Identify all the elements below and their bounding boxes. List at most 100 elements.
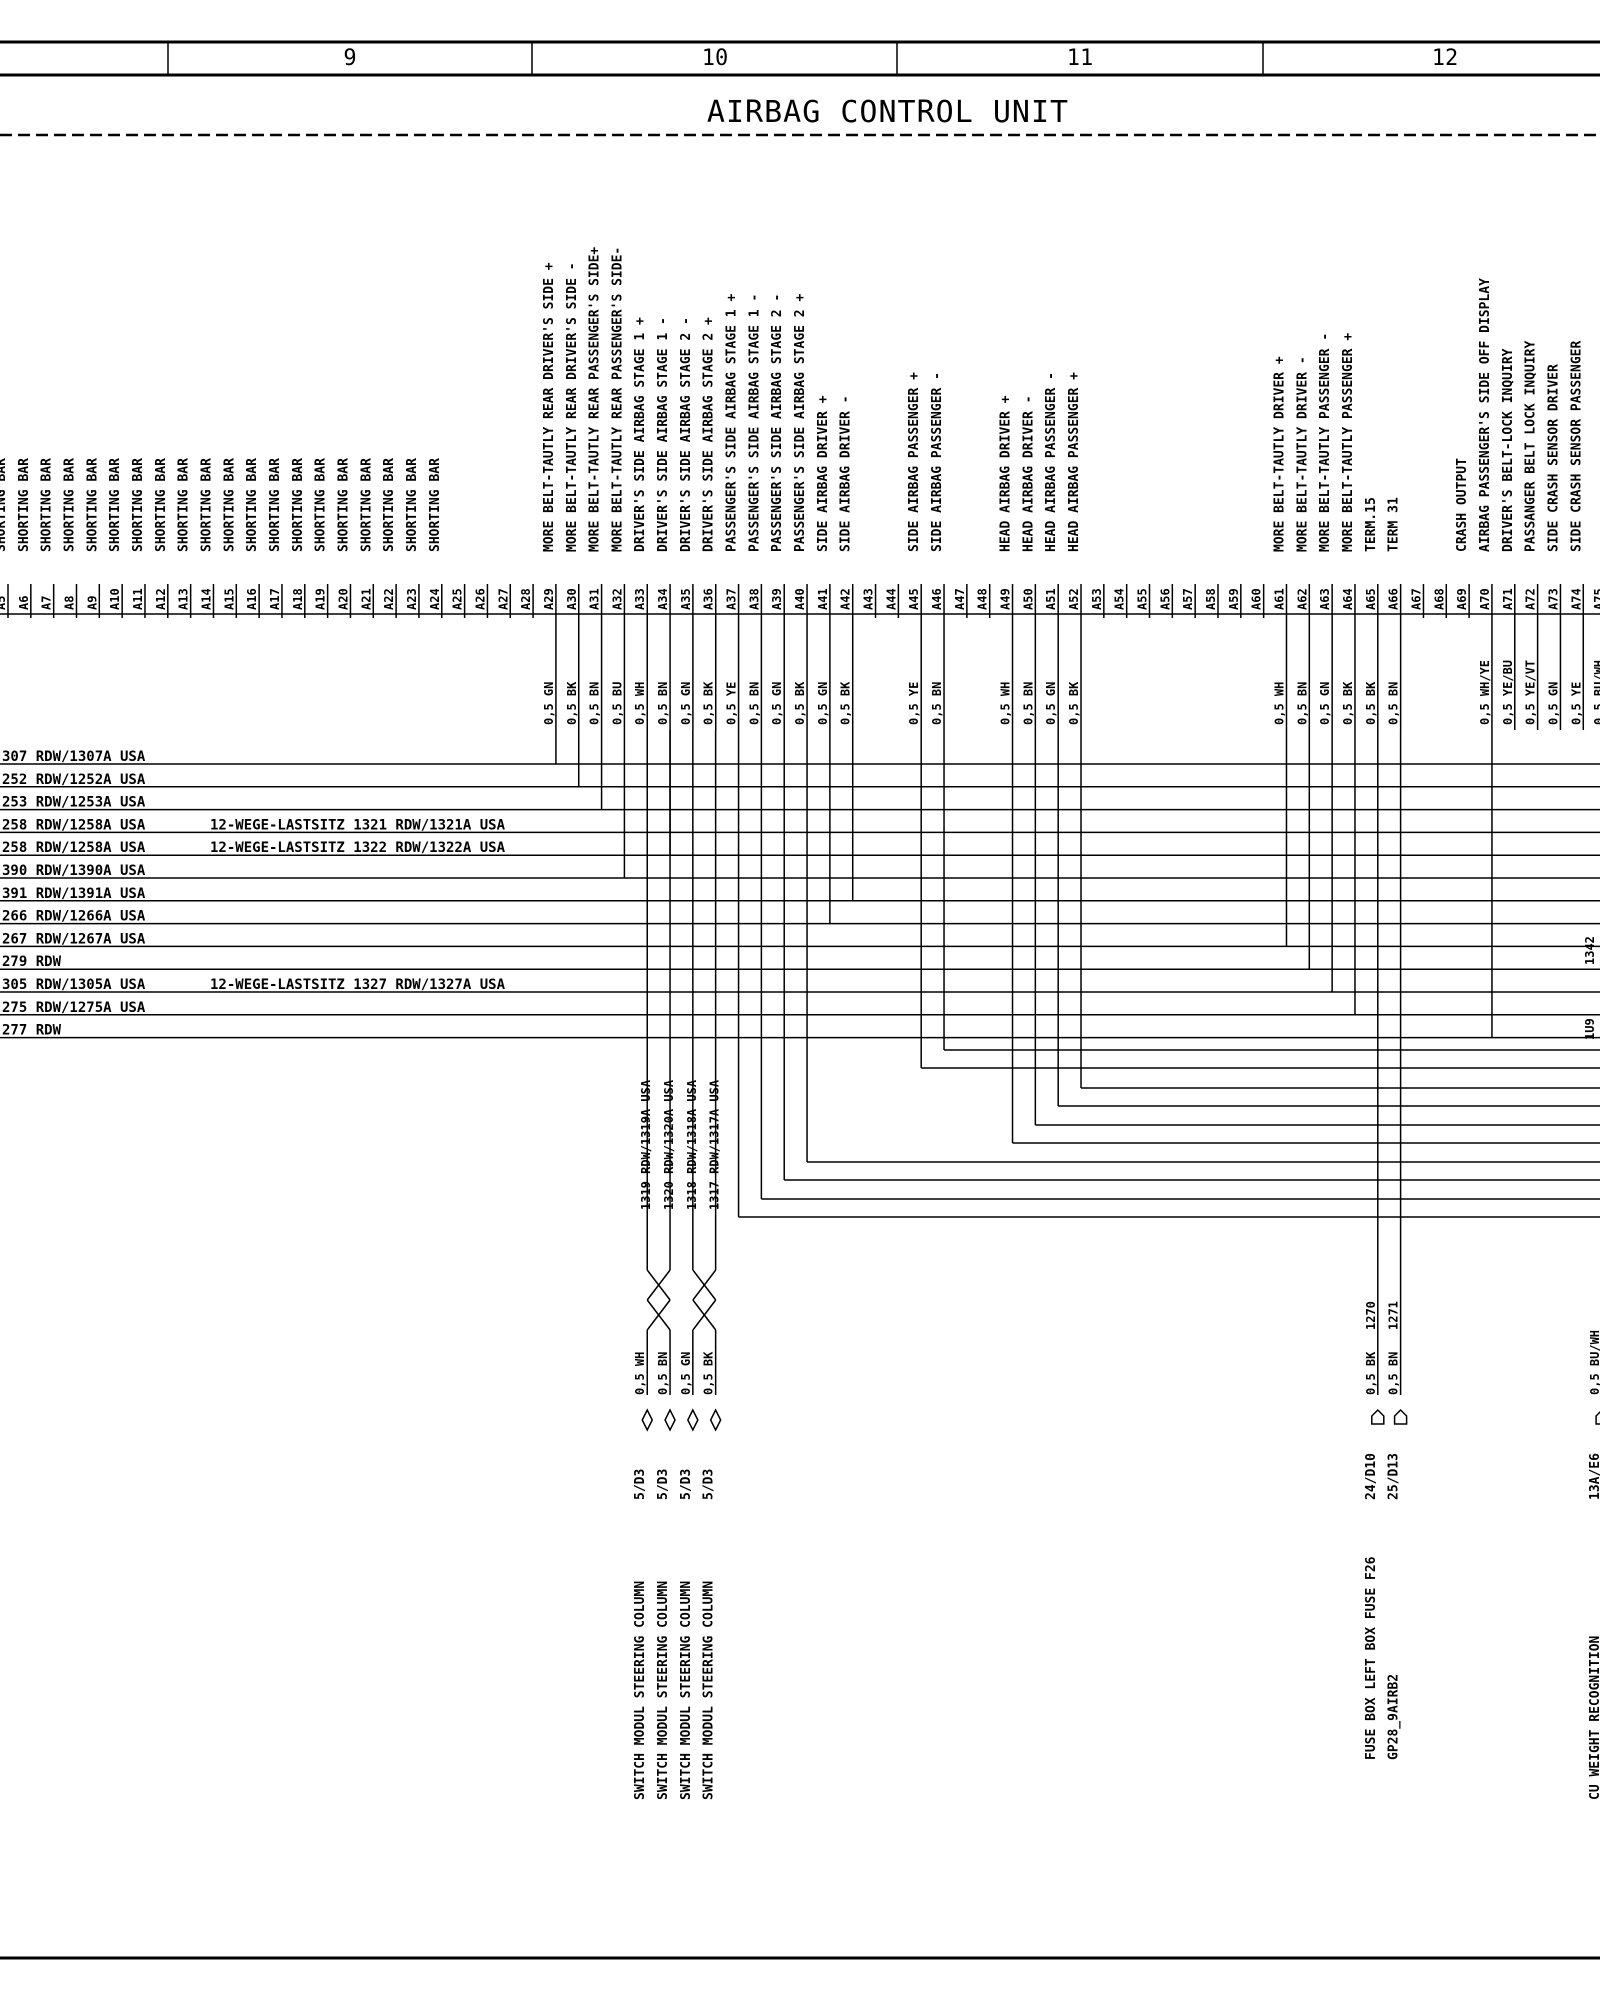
pin-id: A74	[1569, 588, 1583, 610]
pin-function-label: SHORTING BAR	[62, 458, 77, 552]
row-wire-id: 267 RDW/1267A USA	[2, 931, 146, 947]
pin-function-label: HEAD AIRBAG PASSENGER -	[1044, 372, 1059, 552]
steering-rdw-label: 1318 RDW/1318A USA	[685, 1079, 699, 1210]
pin-id: A36	[702, 588, 716, 610]
pin-id: A10	[108, 588, 122, 610]
terminal-label: GP28_9AIRB2	[1387, 1674, 1402, 1760]
terminal-wire-spec: 0,5 BN	[656, 1352, 670, 1395]
pin-id: A31	[588, 588, 602, 610]
wire-spec: 0,5 GN	[1318, 682, 1332, 725]
pin-id: A25	[451, 588, 465, 610]
pin-id: A47	[953, 588, 967, 610]
pin-a66: A66 TERM 31 0,5 BN	[1387, 497, 1402, 730]
terminal-label: CU WEIGHT RECOGNITION	[1588, 1635, 1600, 1800]
pin-function-label: SHORTING BAR	[405, 458, 420, 552]
terminal-ref: 13A/E6	[1588, 1453, 1600, 1500]
wire-spec: 0,5 YE	[1569, 682, 1583, 725]
wire-spec: 0,5 WH	[1272, 682, 1286, 725]
pin-id: A18	[291, 588, 305, 610]
wire-spec: 0,5 YE	[907, 682, 921, 725]
wire-spec: 0,5 BN	[1295, 682, 1309, 725]
right-mark-1342: 1342	[1583, 936, 1597, 965]
pin-a44: A44	[884, 584, 900, 618]
terminal-ref: 5/D3	[656, 1469, 671, 1500]
wire-spec: 0,5 BN	[1387, 682, 1401, 725]
pin-id: A8	[62, 596, 76, 610]
steering-rdw-label: 1319 RDW/1319A USA	[639, 1079, 653, 1210]
wire-spec: 0,5 GN	[1546, 682, 1560, 725]
wire-spec: 0,5 BK	[1364, 681, 1378, 725]
pin-function-label: SHORTING BAR	[336, 458, 351, 552]
pin-id: A13	[177, 588, 191, 610]
pin-id: A43	[862, 588, 876, 610]
left-wire-row: 279 RDW	[0, 954, 1600, 970]
terminal-ref: 5/D3	[633, 1469, 648, 1500]
pin-id: A62	[1295, 588, 1309, 610]
wire-spec: 0,5 BK	[702, 681, 716, 725]
terminal-wire-spec: 0,5 GN	[679, 1352, 693, 1395]
wire-spec: 0,5 BK	[1341, 681, 1355, 725]
pin-function-label: CRASH OUTPUT	[1455, 458, 1470, 552]
pin-function-label: SHORTING BAR	[85, 458, 100, 552]
pin-id: A57	[1181, 588, 1195, 610]
terminal-connector-icon	[1595, 1411, 1600, 1425]
pin-id: A55	[1136, 588, 1150, 610]
wire-spec: 0,5 BK	[1067, 681, 1081, 725]
pin-function-label: PASSANGER BELT LOCK INQUIRY	[1524, 341, 1539, 552]
terminal-label: SWITCH MODUL STEERING COLUMN	[679, 1581, 694, 1800]
pin-function-label: TERM 31	[1387, 497, 1402, 552]
row-wire-id: 258 RDW/1258A USA	[2, 817, 146, 833]
row-wire-id: 279 RDW	[2, 954, 62, 970]
pin-id: A35	[679, 588, 693, 610]
wire-spec: 0,5 BN	[1021, 682, 1035, 725]
row-wire-id: 277 RDW	[2, 1023, 62, 1039]
terminal-ref: 24/D10	[1364, 1453, 1379, 1500]
pin-function-label: AIRBAG PASSENGER'S SIDE OFF DISPLAY	[1478, 278, 1493, 552]
wire-spec: 0,5 GN	[542, 682, 556, 725]
left-wire-row: 275 RDW/1275A USA	[0, 1000, 1600, 1016]
pin-function-label: SHORTING BAR	[222, 458, 237, 552]
pin-id: A66	[1387, 588, 1401, 610]
steering-rdw-label: 1317 RDW/1317A USA	[708, 1079, 722, 1210]
pin-id: A38	[747, 588, 761, 610]
wire-spec: 0,5 YE/VT	[1524, 660, 1538, 725]
pin-id: A11	[131, 588, 145, 610]
pin-id: A58	[1204, 588, 1218, 610]
left-wire-row: 277 RDW	[0, 1023, 1600, 1039]
pin-id: A21	[359, 588, 373, 610]
pin-id: A6	[17, 596, 31, 610]
twisted-pair	[692, 1269, 717, 1301]
pin-function-label: SIDE CRASH SENSOR PASSENGER	[1569, 341, 1584, 552]
pin-id: A72	[1524, 588, 1538, 610]
wire-spec: 0,5 GN	[770, 682, 784, 725]
pin-function-label: SHORTING BAR	[40, 458, 55, 552]
terminal-label: FUSE BOX LEFT BOX FUSE F26	[1364, 1556, 1379, 1760]
pin-id: A16	[245, 588, 259, 610]
row-wire-id: 390 RDW/1390A USA	[2, 863, 146, 879]
pin-function-label: TERM.15	[1364, 497, 1379, 552]
row-seat-label: 12-WEGE-LASTSITZ 1327 RDW/1327A USA	[210, 977, 506, 993]
terminal-connector-icon	[641, 1408, 654, 1432]
terminal-wire-spec: 0,5 WH	[633, 1352, 647, 1395]
pin-a53: A53	[1090, 584, 1105, 618]
pin-id: A45	[907, 588, 921, 610]
zone-10: 10	[702, 46, 729, 71]
terminal-connector-icon	[687, 1408, 699, 1432]
